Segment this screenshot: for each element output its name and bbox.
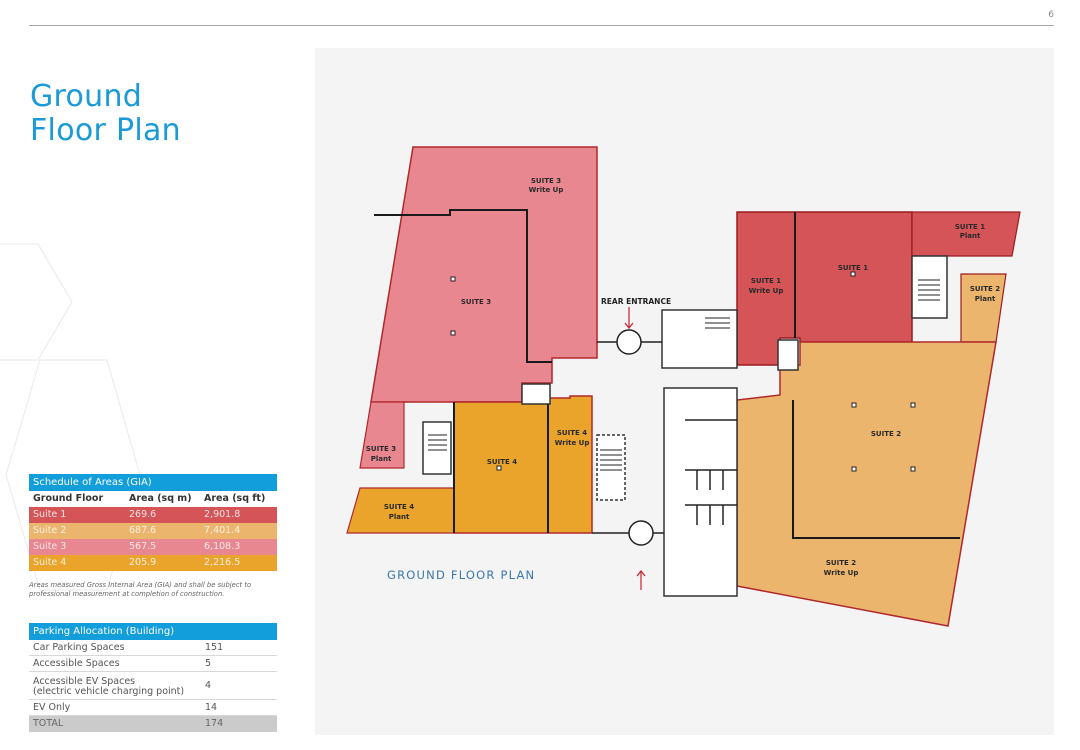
column-header: Area (sq m): [129, 493, 192, 504]
table-row-suite-3: Suite 3 567.5 6,108.3: [29, 539, 277, 555]
suite-3-area: [370, 146, 598, 403]
page-title: Ground Floor Plan: [30, 80, 181, 148]
table-row-suite-2: Suite 2 687.6 7,401.4: [29, 523, 277, 539]
schedule-of-areas-table: Schedule of Areas (GIA) Ground Floor Are…: [29, 474, 277, 571]
suite-4-plant-label: SUITE 4: [384, 503, 414, 511]
row-value: 14: [205, 702, 218, 713]
row-label-main: Accessible EV Spaces: [33, 675, 136, 687]
suite-3-plant-area: [359, 401, 405, 469]
floor-plan-caption: GROUND FLOOR PLAN: [387, 568, 536, 582]
suite-3-plant-label: SUITE 3: [366, 445, 396, 453]
suite-2-area: [736, 341, 997, 627]
area-sq-ft: 6,108.3: [204, 541, 241, 552]
title-line-1: Ground: [30, 79, 143, 114]
table-total-row: TOTAL 174: [29, 716, 277, 732]
floor-plan-drawing: REAR ENTRANCE SUITE 3 Write Up SUITE 3 S…: [346, 146, 1021, 627]
row-label: Accessible Spaces: [33, 658, 120, 669]
title-line-2: Floor Plan: [30, 113, 181, 148]
table-row-suite-4: Suite 4 205.9 2,216.5: [29, 555, 277, 571]
suite-1-plant-area: [911, 211, 1021, 257]
table-row: Car Parking Spaces 151: [29, 640, 277, 656]
suite-2-write-up-label: SUITE 2: [826, 559, 856, 567]
suite-3-write-up-label: SUITE 3: [531, 177, 561, 185]
suite-3-write-up-label: Write Up: [529, 186, 564, 194]
suite-3-label: SUITE 3: [461, 298, 491, 306]
area-sq-m: 205.9: [129, 557, 157, 568]
suite-4-write-up-label: SUITE 4: [557, 429, 587, 437]
table-heading: Parking Allocation (Building): [29, 623, 277, 640]
row-value: 151: [205, 642, 224, 653]
suite-name: Suite 4: [33, 557, 67, 568]
areas-footnote: Areas measured Gross Internal Area (GIA)…: [29, 581, 252, 598]
page-number: 6: [1048, 10, 1054, 20]
table-row: Accessible Spaces 5: [29, 656, 277, 672]
area-sq-ft: 7,401.4: [204, 525, 241, 536]
area-sq-m: 687.6: [129, 525, 157, 536]
suite-2-write-up-label: Write Up: [824, 569, 859, 577]
table-header-row: Ground Floor Area (sq m) Area (sq ft): [29, 491, 277, 507]
suite-1-plant-label: Plant: [960, 232, 981, 240]
suite-2-label: SUITE 2: [871, 430, 901, 438]
rear-entrance-circle: [616, 329, 642, 355]
column-header: Ground Floor: [33, 493, 104, 504]
row-label: TOTAL: [33, 718, 64, 729]
suite-name: Suite 2: [33, 525, 67, 536]
suite-2-plant-label: Plant: [975, 295, 996, 303]
row-label-sub: (electric vehicle charging point): [33, 685, 185, 697]
row-value: 5: [205, 658, 212, 669]
suite-1-write-up-label: Write Up: [749, 287, 784, 295]
rear-entrance-label: REAR ENTRANCE: [601, 297, 671, 306]
top-rule: [29, 25, 1054, 26]
row-label: Car Parking Spaces: [33, 642, 125, 653]
suite-4-label: SUITE 4: [487, 458, 517, 466]
row-label: EV Only: [33, 702, 71, 713]
front-entrance-circle: [628, 520, 654, 546]
area-sq-ft: 2,216.5: [204, 557, 241, 568]
table-row: Accessible EV Spaces (electric vehicle c…: [29, 672, 277, 700]
suite-1-plant-label: SUITE 1: [955, 223, 985, 231]
row-value: 4: [205, 679, 212, 691]
area-sq-m: 269.6: [129, 509, 157, 520]
suite-4-area: [453, 395, 593, 534]
table-row: EV Only 14: [29, 700, 277, 716]
suite-3-plant-label: Plant: [371, 455, 392, 463]
suite-1-label: SUITE 1: [838, 264, 868, 272]
column-header: Area (sq ft): [204, 493, 266, 504]
suite-4-plant-label: Plant: [389, 513, 410, 521]
table-row-suite-1: Suite 1 269.6 2,901.8: [29, 507, 277, 523]
suite-name: Suite 1: [33, 509, 67, 520]
suite-name: Suite 3: [33, 541, 67, 552]
table-heading: Schedule of Areas (GIA): [29, 474, 277, 491]
area-sq-m: 567.5: [129, 541, 157, 552]
suite-2-plant-label: SUITE 2: [970, 285, 1000, 293]
area-sq-ft: 2,901.8: [204, 509, 241, 520]
row-label: Accessible EV Spaces (electric vehicle c…: [33, 675, 205, 697]
parking-allocation-table: Parking Allocation (Building) Car Parkin…: [29, 623, 277, 732]
row-value: 174: [205, 718, 224, 729]
suite-1-write-up-label: SUITE 1: [751, 277, 781, 285]
suite-4-write-up-label: Write Up: [555, 439, 590, 447]
floor-plan-panel: REAR ENTRANCE SUITE 3 Write Up SUITE 3 S…: [315, 48, 1054, 735]
